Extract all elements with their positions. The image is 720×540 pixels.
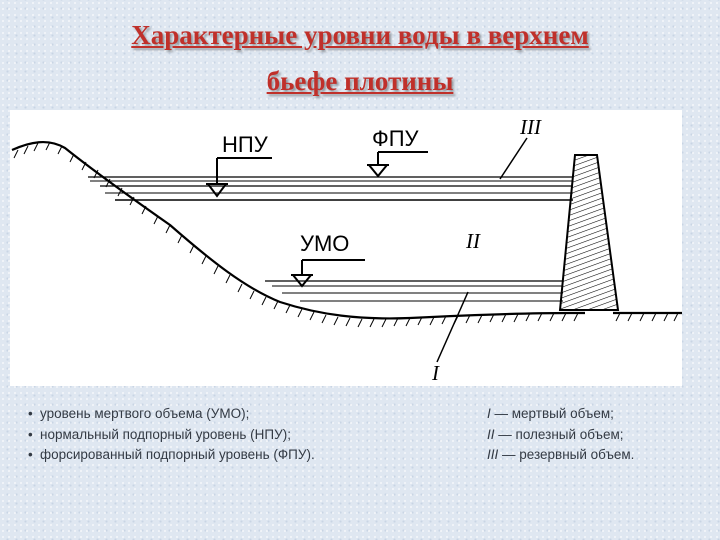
zone-3-label: III [519, 115, 542, 139]
slide-title-line-2: бьефе плотины [266, 66, 454, 96]
legend-volume-number: III [487, 447, 499, 462]
zone-1-label: I [431, 361, 440, 385]
legend-volume-number: I [487, 406, 491, 421]
zone-2-label: II [465, 229, 481, 253]
diagram-svg: НПУ ФПУ УМО III II I [11, 115, 682, 385]
legend-volume-item: III — резервный объем. [487, 445, 634, 466]
slide-title: Характерные уровни воды в верхнем бьефе … [0, 12, 720, 104]
legend-volume-item: II — полезный объем; [487, 425, 634, 446]
zone-3-leader [499, 137, 528, 180]
legend-volume-text: — полезный объем; [494, 426, 624, 442]
legend-volume-item: I — мертвый объем; [487, 404, 634, 425]
legend-volumes: I — мертвый объем; II — полезный объем; … [487, 404, 634, 466]
legend-level-item: нормальный подпорный уровень (НПУ); [28, 425, 315, 446]
legend-volume-text: — мертвый объем; [490, 406, 614, 421]
dam-body [558, 154, 620, 311]
legend-volume-text: — резервный объем. [498, 447, 635, 462]
npu-label: НПУ [222, 132, 269, 157]
legend-levels: уровень мертвого объема (УМО); нормальны… [28, 404, 315, 466]
legend-level-item: уровень мертвого объема (УМО); [28, 404, 315, 425]
legend-volume-number: II [487, 426, 495, 442]
ground-hatching [13, 141, 679, 328]
ground-profile [11, 141, 682, 320]
legend-level-item: форсированный подпорный уровень (ФПУ). [28, 445, 315, 466]
fpu-label: ФПУ [372, 126, 420, 151]
slide-title-line-1: Характерные уровни воды в верхнем [131, 20, 589, 50]
dam-reservoir-diagram: НПУ ФПУ УМО III II I [10, 110, 682, 386]
fpu-marker [366, 151, 428, 178]
npu-marker [206, 157, 272, 198]
umo-marker [290, 259, 365, 288]
zone-1-leader [436, 291, 469, 363]
umo-label: УМО [300, 231, 349, 256]
